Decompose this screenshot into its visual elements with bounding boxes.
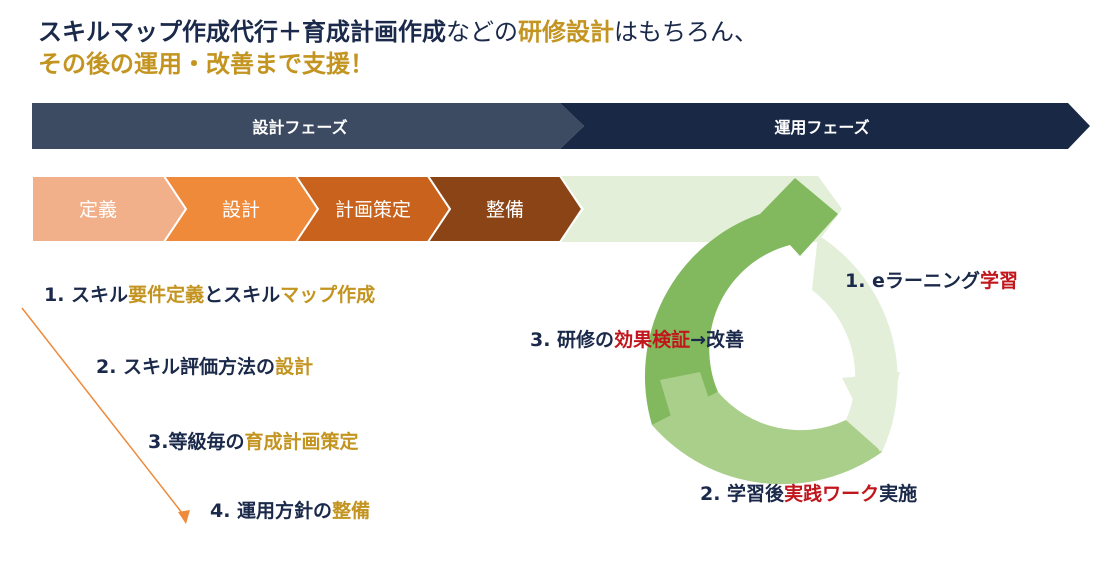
stage-label: 計画策定	[335, 199, 411, 221]
operation-phase-arrow	[560, 103, 1090, 149]
cycle-item-text: 1. eラーニング	[845, 270, 980, 292]
step-part: 2. スキル評価方法の	[96, 356, 276, 378]
cycle-item-highlight: 学習	[979, 270, 1018, 292]
step-part: 整備	[332, 500, 371, 522]
cycle-item-suffix: 実施	[879, 483, 918, 505]
step-part: 1. スキル	[44, 284, 129, 306]
headline-part: などの	[446, 18, 518, 46]
stage-label: 定義	[79, 199, 117, 221]
cycle-item-text: 3. 研修の	[530, 329, 615, 351]
design-phase-arrow	[32, 103, 584, 149]
cycle-item-highlight: 効果検証	[614, 329, 691, 351]
step-part: 4. 運用方針の	[210, 500, 333, 522]
cycle-segment-dark	[644, 178, 838, 425]
headline: スキルマップ作成代行＋育成計画作成などの研修設計はもちろん、 その後の運用・改善…	[38, 16, 758, 80]
progress-arrow-head	[178, 510, 190, 524]
step-2: 2. スキル評価方法の設計	[96, 352, 313, 379]
step-1: 1. スキル要件定義とスキルマップ作成	[44, 280, 375, 307]
headline-part: 研修設計	[518, 18, 614, 46]
cycle-item-1: 1. eラーニング学習	[845, 266, 1018, 293]
cycle-arrowhead-mid	[660, 372, 716, 440]
cycle-item-highlight: 実践ワーク	[784, 483, 880, 505]
headline-part: はもちろん、	[614, 18, 758, 46]
stage-chevron	[426, 175, 584, 243]
cycle-item-2: 2. 学習後実践ワーク実施	[700, 479, 917, 506]
cycle-ring	[644, 178, 900, 485]
stage-label: 整備	[486, 199, 524, 221]
step-part: とスキル	[204, 284, 281, 306]
cycle-item-suffix: →改善	[690, 329, 744, 351]
step-part: 設計	[275, 356, 314, 378]
cycle-arrowhead-light	[842, 372, 900, 452]
design-phase-label: 設計フェーズ	[252, 118, 347, 137]
headline-line2: その後の運用・改善まで支援！	[38, 50, 374, 78]
step-3: 3.等級毎の育成計画策定	[148, 427, 358, 454]
progress-arrow-line	[21, 307, 187, 519]
headline-line1: スキルマップ作成代行＋育成計画作成などの研修設計はもちろん、	[38, 16, 758, 48]
cycle-item-3: 3. 研修の効果検証→改善	[530, 325, 744, 352]
operation-phase-label: 運用フェーズ	[774, 118, 869, 137]
step-part: マップ作成	[280, 284, 376, 306]
stage-label: 設計	[222, 199, 260, 221]
cycle-item-text: 2. 学習後	[700, 483, 785, 505]
step-part: 3.等級毎の	[148, 431, 245, 453]
step-part: 要件定義	[128, 284, 205, 306]
step-part: 育成計画策定	[244, 431, 359, 453]
headline-part: スキルマップ作成代行＋育成計画作成	[38, 18, 446, 46]
step-4: 4. 運用方針の整備	[210, 496, 370, 523]
